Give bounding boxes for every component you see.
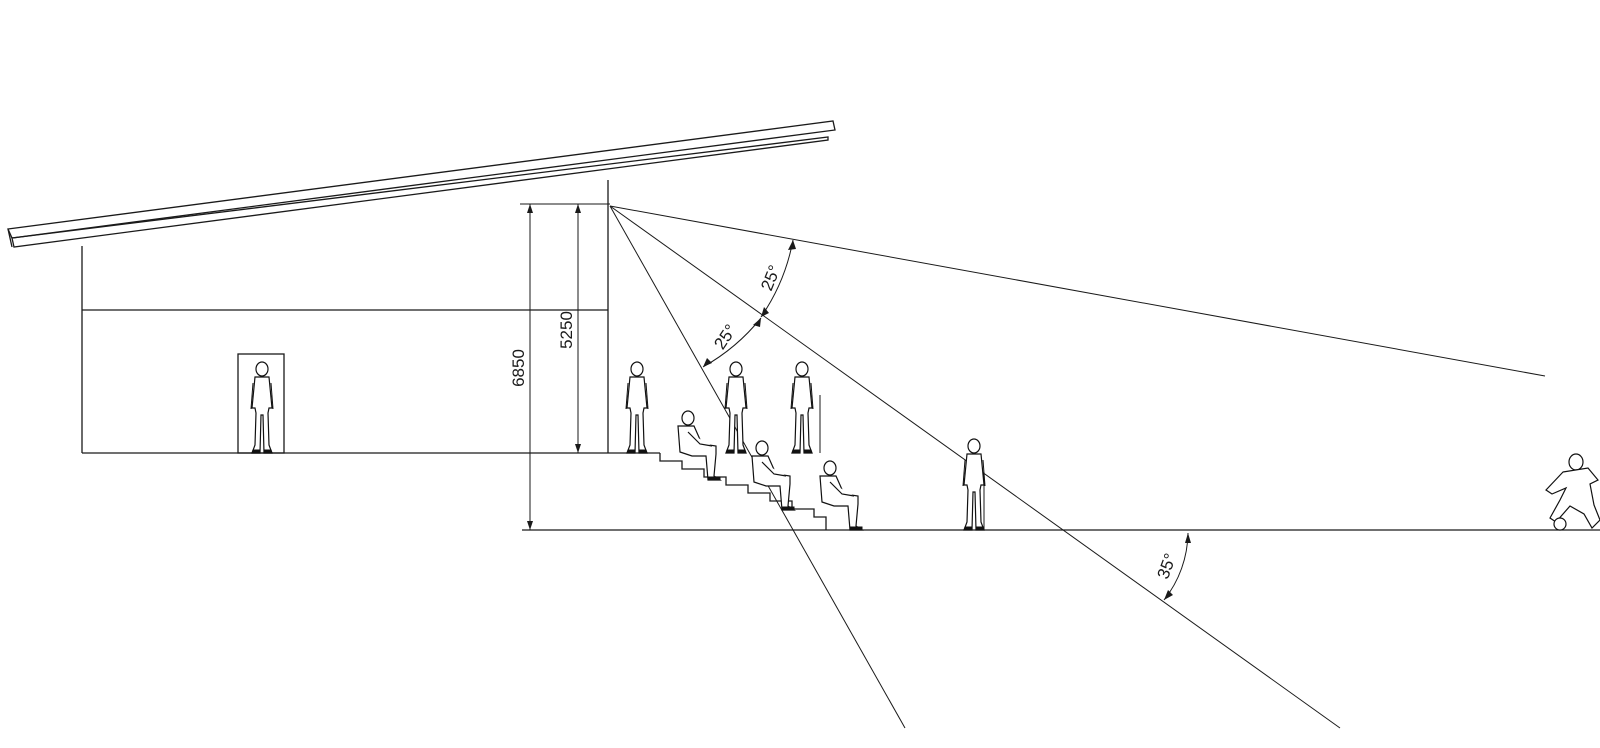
angle-arc-upper-arrow-b [761, 307, 769, 317]
football-player [1545, 453, 1600, 531]
angle-arc-lower-arrow-a [753, 318, 761, 327]
dimension-lines: 6850 5250 [509, 203, 610, 530]
dim-5250-arrow-bottom [575, 444, 581, 453]
doorway [237, 353, 285, 454]
dim-5250-label: 5250 [557, 311, 576, 349]
person-standing-rear [790, 361, 814, 454]
sightlines [609, 205, 1546, 729]
person-pitchside [962, 438, 986, 531]
person-doorway [250, 361, 274, 454]
dim-6850-arrow-bottom [527, 521, 533, 530]
roof-edge-left [7, 228, 13, 248]
roof [7, 120, 836, 248]
building-structure [81, 180, 660, 454]
step-profile [659, 453, 827, 530]
roof-slab-top [7, 120, 836, 239]
angle-arc-ground-arrow-b [1164, 590, 1173, 600]
dim-5250-arrow-top [575, 204, 581, 213]
angle-markers: 25° 25° 35° [702, 239, 1191, 601]
angle-arc-ground-arrow-a [1185, 533, 1191, 543]
seating-steps [522, 395, 1600, 531]
angle-arc-upper-arrow-a [788, 240, 796, 250]
person-seated-2 [751, 440, 795, 511]
sightline-upper [609, 205, 1546, 377]
angle-label-upper: 25° [757, 262, 784, 293]
angle-arc-lower-arrow-b [703, 358, 712, 367]
dim-6850-arrow-top [527, 204, 533, 213]
roof-slab-bottom [11, 136, 829, 248]
angle-label-lower: 25° [710, 321, 740, 353]
football [1553, 517, 1567, 531]
figures [250, 361, 1600, 531]
person-standing-front [625, 361, 649, 454]
person-standing-middle [724, 361, 748, 454]
angle-label-ground: 35° [1154, 551, 1181, 582]
dim-6850-label: 6850 [509, 349, 528, 387]
